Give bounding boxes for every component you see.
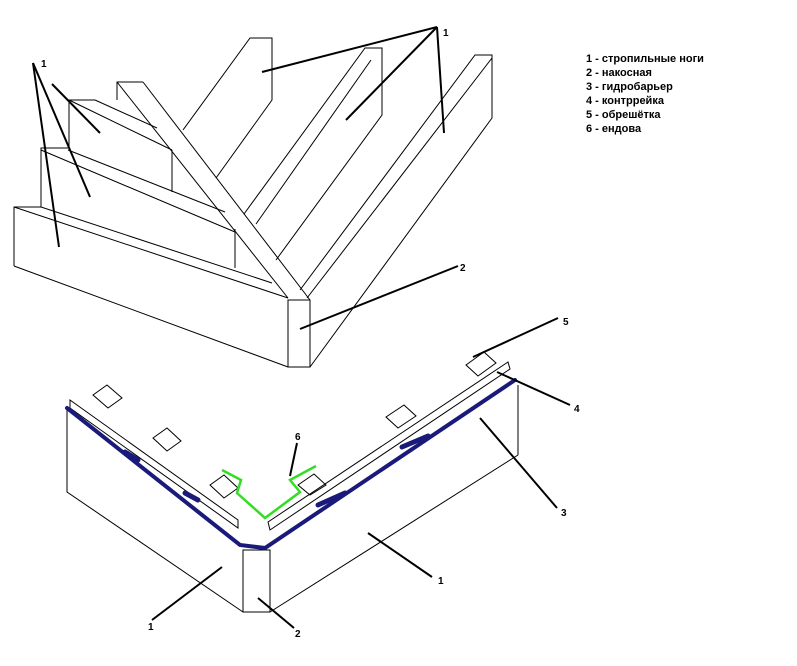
valley-beam-section [242,549,271,613]
left-wall-beam [13,206,41,266]
lathing-board [92,384,123,409]
left-rafter-3 [116,81,143,100]
label-top-rafters: 1 [443,28,449,39]
label-left-rafter: 1 [148,622,154,633]
waterproofing-membrane [65,378,517,551]
left-rafter-1 [40,147,68,207]
lower-section [66,351,519,613]
right-rafter-3 [299,54,493,368]
legend-item: 2 - накосная [586,67,652,79]
label-top-valley-beam: 2 [460,263,466,274]
legend-item: 6 - ендова [586,123,642,135]
legend: 1 - стропильные ноги 2 - накосная 3 - ги… [586,52,704,136]
lathing-board [385,404,417,429]
counter-batten-right [267,361,511,531]
lower-leaders [151,317,571,629]
legend-item: 4 - контррейка [586,95,664,107]
label-right-rafter: 1 [438,576,444,587]
legend-item: 1 - стропильные ноги [586,53,704,65]
counter-batten-left [69,399,239,529]
label-waterproofing: 3 [561,508,567,519]
label-lathing: 5 [563,317,569,328]
legend-item: 5 - обрешётка [586,109,661,121]
right-rafter-1 [182,37,273,179]
lathing-board [152,427,182,452]
label-counter-batten: 4 [574,404,580,415]
lathing-board [209,474,239,499]
left-wall [66,410,244,613]
valley-rafter-end [287,299,311,368]
valley-flashing [221,464,317,520]
upper-framing [13,37,493,368]
valley-rafter [116,81,289,299]
lathing-board [465,351,497,377]
label-bottom-valley-beam: 2 [295,629,301,640]
right-rafter-2 [243,47,383,261]
lathing-board [297,473,327,496]
label-valley: 6 [295,432,301,443]
legend-item: 3 - гидробарьер [586,81,673,93]
label-left-rafters: 1 [41,59,47,70]
upper-leaders [32,26,459,330]
